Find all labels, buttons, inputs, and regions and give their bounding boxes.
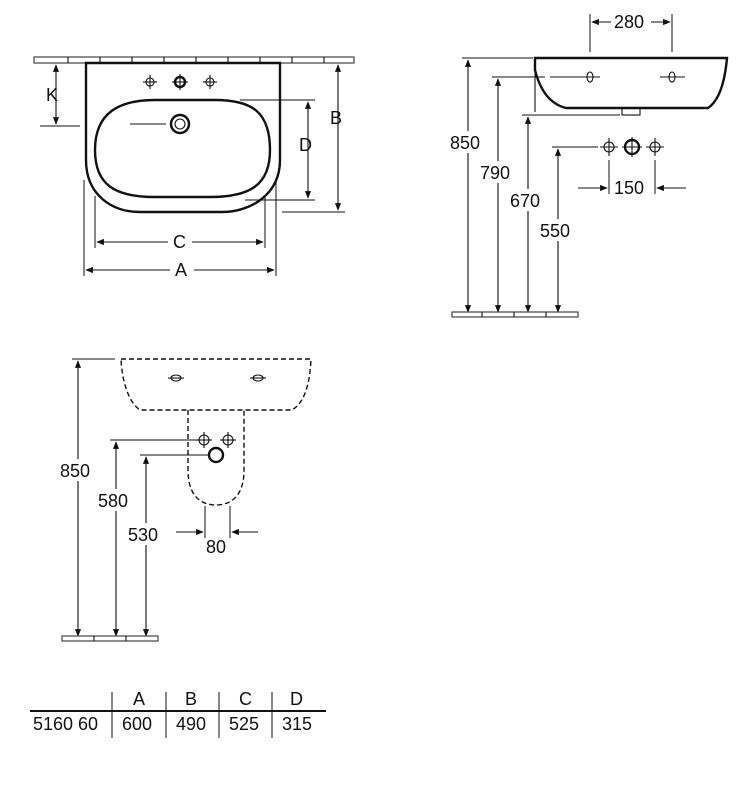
valve-icon (196, 432, 236, 464)
dim-580-label: 580 (98, 491, 128, 511)
basin-bowl (93, 98, 272, 199)
valve-icon (600, 137, 664, 157)
table-header-a: A (133, 689, 145, 709)
dim-280-label: 280 (614, 12, 644, 32)
table-cell-a: 600 (122, 714, 152, 734)
basin-side-profile (533, 56, 729, 110)
table-header-d: D (290, 689, 303, 709)
table-cell-d: 315 (282, 714, 312, 734)
pedestal-dashed-outline (187, 410, 245, 506)
top-view: K B D C A (33, 56, 355, 280)
dimension-table: A B C D 5160 60 600 490 525 315 (30, 689, 326, 738)
table-cell-b: 490 (176, 714, 206, 734)
dim-670-label: 670 (510, 191, 540, 211)
dim-790-label: 790 (480, 163, 510, 183)
dim-80-label: 80 (206, 537, 226, 557)
drain-icon (130, 113, 191, 135)
table-header-b: B (185, 689, 197, 709)
dim-850-label: 850 (450, 133, 480, 153)
pedestal-view: 850 580 530 80 (58, 358, 312, 642)
table-cell-c: 525 (229, 714, 259, 734)
floor-strip (61, 635, 159, 642)
dim-850-label: 850 (60, 461, 90, 481)
basin-dashed-outline (120, 358, 312, 411)
basin-outline (84, 61, 282, 214)
table-cell-model: 5160 60 (33, 714, 98, 734)
dim-550-label: 550 (540, 221, 570, 241)
dim-k-label: K (46, 85, 58, 105)
dim-d-label: D (299, 135, 312, 155)
dim-a-label: A (175, 260, 187, 280)
tap-hole-icon (550, 71, 685, 83)
dim-530-label: 530 (128, 525, 158, 545)
side-view: 280 850 790 670 550 (448, 12, 729, 318)
dim-150-label: 150 (614, 178, 644, 198)
dim-c-label: C (173, 232, 186, 252)
tap-hole-icon (143, 74, 217, 90)
table-header-c: C (239, 689, 252, 709)
floor-strip (451, 311, 579, 318)
dim-b-label: B (330, 108, 342, 128)
